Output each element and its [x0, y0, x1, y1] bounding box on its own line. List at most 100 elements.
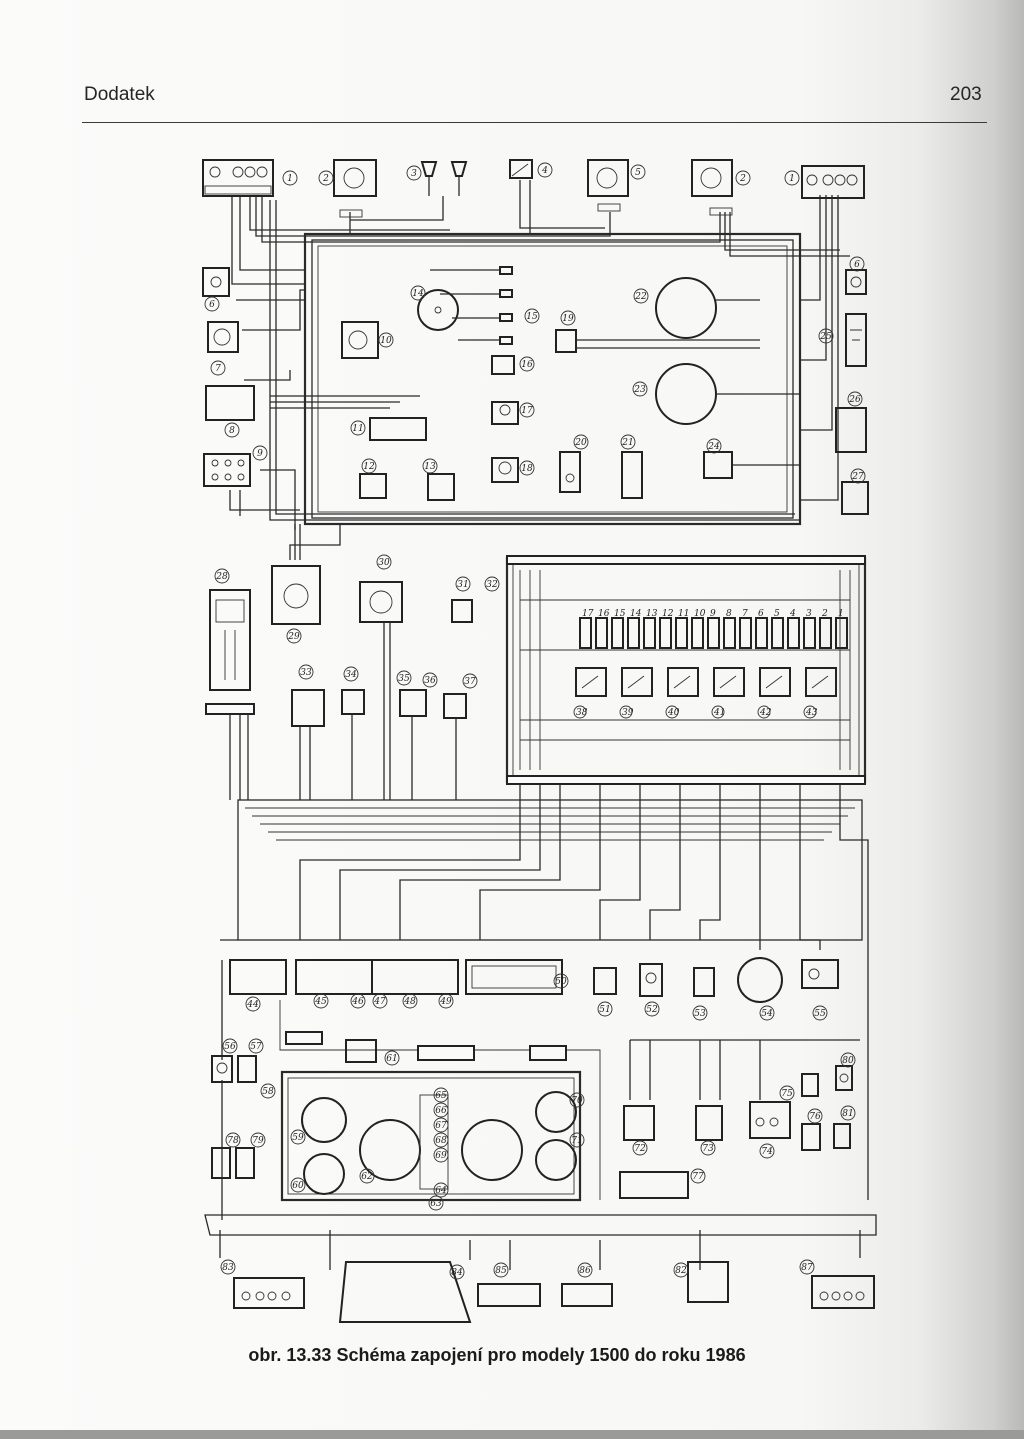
component-number: 21 [621, 438, 633, 448]
fuse-label: 6 [758, 609, 764, 619]
fuse: 4 [787, 609, 800, 649]
component-number: 4 [541, 166, 548, 176]
component-number: 60 [292, 1181, 304, 1191]
relay-number-circle [573, 705, 587, 719]
component-number: 11 [352, 424, 363, 434]
relay-number: 42 [759, 708, 772, 718]
component-marker: 67 [433, 1117, 449, 1133]
component-number: 8 [229, 426, 235, 436]
relay-number: 43 [805, 708, 818, 718]
component-marker: 9 [252, 445, 268, 461]
relay-number: 40 [667, 708, 680, 718]
component-number: 28 [215, 572, 228, 582]
fuse: 17 [579, 609, 594, 649]
component-marker: 3 [406, 165, 422, 181]
component-marker: 64 [433, 1182, 449, 1198]
component-marker: 2 [318, 170, 334, 186]
engine-bay-components [202, 266, 869, 515]
component-marker: 26 [847, 391, 863, 407]
component-marker: 56 [222, 1038, 238, 1054]
component-number: 52 [646, 1005, 658, 1015]
header-rule [82, 122, 987, 123]
component-marker: 63 [428, 1195, 444, 1211]
component-marker: 1 [784, 170, 800, 186]
fuse: 5 [771, 609, 784, 649]
component-number: 81 [842, 1109, 853, 1119]
component-marker: 47 [372, 993, 388, 1009]
component-marker: 2 [735, 170, 751, 186]
component-number: 63 [430, 1199, 442, 1209]
component-marker: 83 [220, 1259, 236, 1275]
component-number: 25 [819, 332, 832, 342]
component-number: 30 [378, 558, 390, 568]
fuse-label: 11 [678, 609, 689, 619]
component-number: 82 [675, 1266, 687, 1276]
component-number: 65 [435, 1091, 447, 1101]
relay: 42 [757, 667, 791, 719]
component-number: 83 [222, 1263, 234, 1273]
component-marker: 1 [282, 170, 298, 186]
fuse-label: 15 [614, 609, 626, 619]
middle-components [205, 565, 473, 800]
relay-number-circle [757, 705, 771, 719]
component-number: 66 [435, 1106, 447, 1116]
component-marker: 34 [343, 666, 359, 682]
relay-number: 38 [576, 708, 588, 718]
component-number: 54 [761, 1009, 773, 1019]
fuse-label: 12 [662, 609, 674, 619]
component-number: 14 [412, 289, 424, 299]
component-marker: 50 [553, 973, 569, 989]
component-number: 10 [380, 336, 392, 346]
component-marker: 69 [433, 1147, 449, 1163]
component-marker: 5 [630, 164, 646, 180]
component-number: 51 [599, 1005, 610, 1015]
component-number: 32 [486, 580, 498, 590]
component-marker: 30 [376, 554, 392, 570]
main-harness [229, 180, 850, 560]
component-number: 68 [435, 1136, 447, 1146]
fuse-label: 14 [630, 609, 642, 619]
component-marker: 6 [849, 256, 865, 272]
fuse-label: 10 [694, 609, 706, 619]
relay-number: 39 [622, 708, 634, 718]
fuse-label: 9 [710, 609, 716, 619]
component-number: 87 [801, 1263, 813, 1273]
component-number: 16 [521, 360, 533, 370]
component-marker: 57 [248, 1038, 264, 1054]
fuse: 7 [739, 609, 752, 649]
component-marker: 29 [286, 628, 302, 644]
lower-harness [204, 784, 877, 1270]
relay-number-circle [665, 705, 679, 719]
component-marker: 51 [597, 1001, 613, 1017]
component-marker: 79 [250, 1132, 266, 1148]
component-number: 12 [363, 462, 375, 472]
component-number: 69 [435, 1151, 447, 1161]
component-number: 71 [571, 1136, 582, 1146]
component-marker: 21 [620, 434, 636, 450]
component-number: 22 [634, 292, 647, 302]
component-marker: 12 [361, 458, 377, 474]
component-marker: 76 [807, 1108, 823, 1124]
component-number: 17 [521, 406, 533, 416]
component-marker: 37 [462, 673, 478, 689]
relay-number-circle [711, 705, 725, 719]
component-number: 19 [562, 314, 574, 324]
fuse-label: 1 [838, 609, 844, 619]
component-marker: 24 [706, 438, 722, 454]
lower-right-components [211, 1055, 853, 1199]
component-number: 35 [398, 674, 410, 684]
component-number: 49 [439, 997, 452, 1007]
component-marker: 48 [402, 993, 418, 1009]
component-marker: 81 [840, 1105, 856, 1121]
component-marker: 85 [493, 1262, 509, 1278]
top-components [202, 159, 865, 218]
page-number: 203 [950, 84, 982, 105]
component-number: 47 [373, 997, 386, 1007]
fuse-label: 13 [646, 609, 658, 619]
fuse: 10 [691, 609, 706, 649]
component-marker: 58 [260, 1083, 276, 1099]
relay-number-circle [803, 705, 817, 719]
component-number: 73 [702, 1144, 714, 1154]
component-marker: 19 [560, 310, 576, 326]
